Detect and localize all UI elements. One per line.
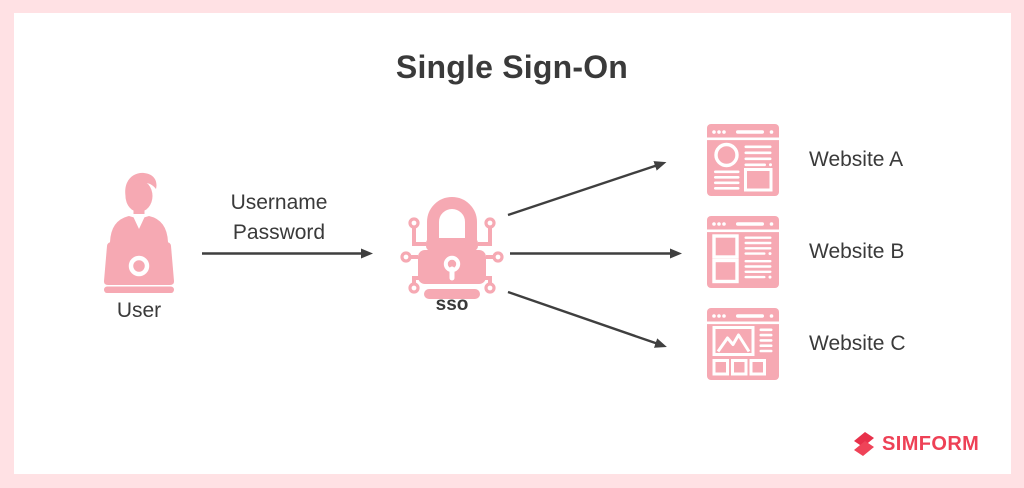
person-laptop-icon	[103, 172, 175, 293]
diagram-canvas	[14, 13, 1011, 474]
browser-article-icon	[707, 124, 779, 196]
simform-logo-text: SIMFORM	[882, 432, 980, 455]
simform-mark-icon	[854, 432, 874, 456]
user-label: User	[116, 299, 162, 322]
website-b-label: Website B	[809, 240, 905, 264]
website-a-label: Website A	[809, 148, 904, 172]
padlock-circuit-icon	[400, 197, 504, 299]
username-label: Username	[230, 191, 328, 214]
website-row-c: Website C	[707, 308, 905, 380]
browser-cards-icon	[707, 216, 779, 288]
credentials-label: Username Password	[199, 188, 359, 247]
browser-gallery-icon	[707, 308, 779, 380]
password-label: Password	[232, 220, 326, 244]
sso-label: sso	[435, 294, 469, 315]
website-c-label: Website C	[809, 332, 906, 356]
simform-logo: SIMFORM	[851, 430, 979, 458]
website-row-b: Website B	[707, 216, 904, 288]
diagram-title: Single Sign-On	[395, 49, 629, 85]
website-row-a: Website A	[707, 124, 903, 196]
